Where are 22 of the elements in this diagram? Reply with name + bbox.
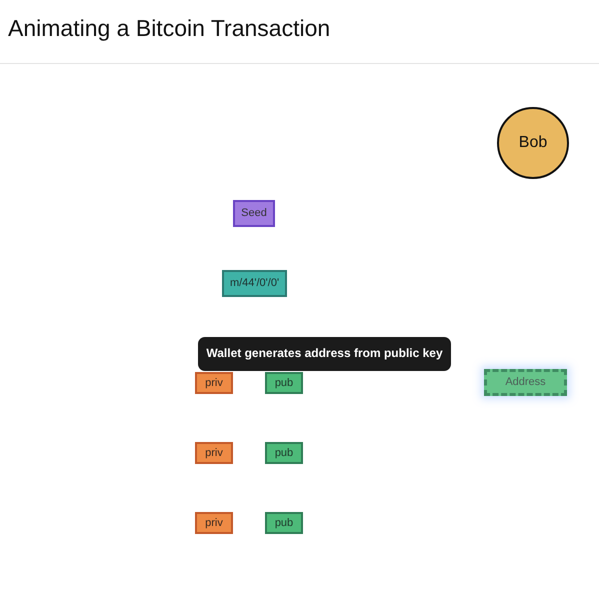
tooltip [198,337,451,371]
title: Animating a Bitcoin Transaction [8,15,330,42]
node-label: Bob [518,134,548,152]
node-label: pub [274,516,294,530]
tooltip-text: Wallet generates address from public key [206,347,443,361]
node-label: priv [205,446,223,460]
node-label: Address [505,376,546,389]
node-label: m/44'/0'/0' [230,277,280,290]
private-key-box [195,512,233,534]
node-label: priv [205,376,223,390]
public-key-box [265,442,303,464]
address-box [484,369,567,396]
node-label: pub [274,446,294,460]
seed-box [233,200,275,227]
node-label: priv [205,516,223,530]
private-key-box [195,442,233,464]
private-key-box [195,372,233,394]
public-key-box [265,512,303,534]
public-key-box [265,372,303,394]
path-box [222,270,287,297]
node-label: Seed [241,207,267,220]
node-label: pub [274,376,294,390]
